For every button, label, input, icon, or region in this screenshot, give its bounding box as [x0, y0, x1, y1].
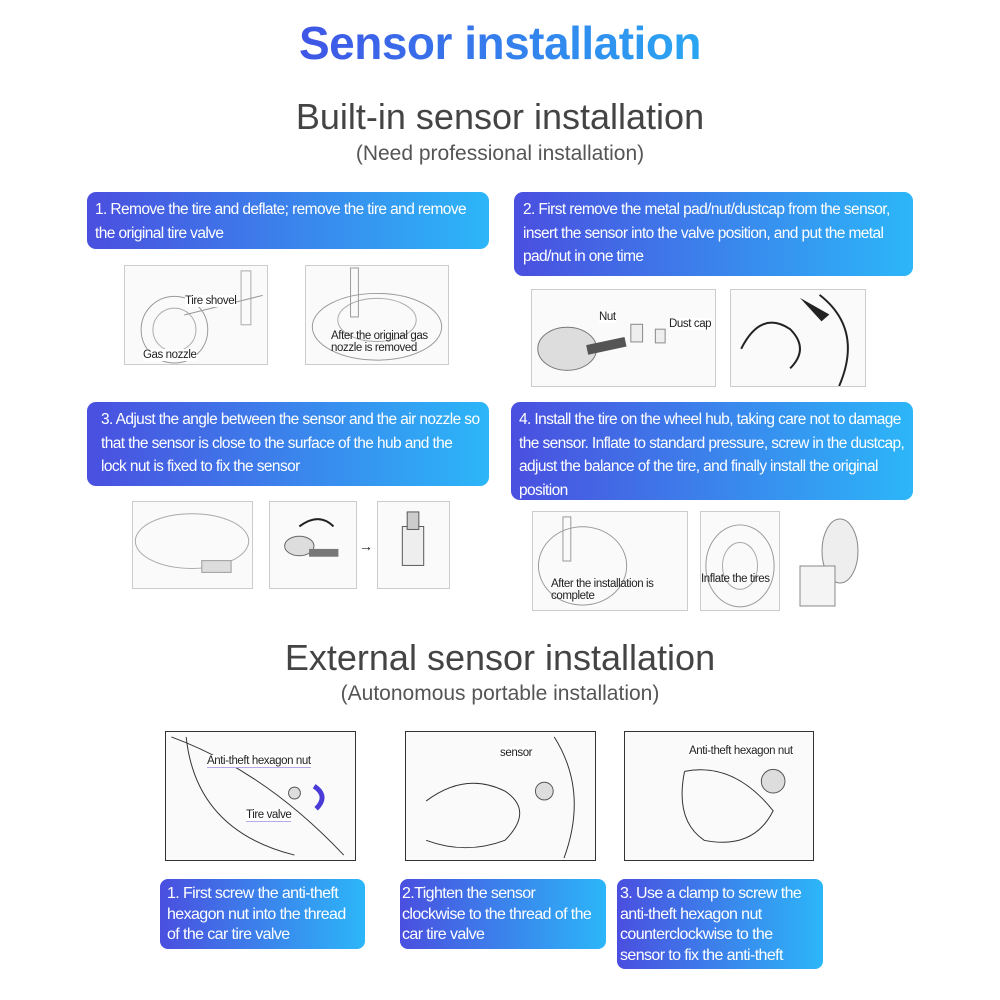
tire-removal-illustration	[124, 265, 268, 365]
dust-cap-label: Dust cap	[669, 318, 712, 330]
after-removed-label: After the original gas nozzle is removed	[331, 330, 428, 354]
hex-nut-valve-illustration	[165, 731, 356, 861]
builtin-heading: Built-in sensor installation	[295, 96, 705, 137]
balancer-machine-illustration	[795, 511, 861, 611]
tire-valve-label: Tire valve	[246, 809, 292, 822]
page-title-text: Sensor installation	[298, 17, 702, 69]
lock-nut-illustration	[377, 501, 450, 589]
tire-shovel-label: Tire shovel	[185, 295, 237, 307]
page-title: Sensor installation	[0, 16, 1000, 70]
nut-label: Nut	[599, 311, 616, 323]
external-step-2: 2.Tighten the sensor clockwise to the th…	[400, 879, 606, 949]
after-install-label: After the installation is complete	[551, 578, 654, 602]
inflate-label: Inflate the tires	[701, 573, 770, 585]
builtin-subheading: (Need professional installation)	[355, 142, 645, 165]
hex-nut-label-2: Anti-theft hexagon nut	[689, 745, 793, 757]
sensor-parts-illustration	[531, 289, 716, 387]
inflate-illustration	[700, 511, 780, 611]
hand-insert-sensor-illustration	[730, 289, 866, 387]
builtin-step-3: 3. Adjust the angle between the sensor a…	[87, 402, 489, 486]
wheel-nozzle-removed-illustration	[305, 265, 449, 365]
builtin-step-4: 4. Install the tire on the wheel hub, ta…	[511, 402, 913, 500]
external-subheading: (Autonomous portable installation)	[340, 682, 660, 705]
builtin-step-2: 2. First remove the metal pad/nut/dustca…	[514, 192, 913, 276]
installed-wheel-illustration	[532, 511, 688, 611]
builtin-step-1: 1. Remove the tire and deflate; remove t…	[87, 192, 489, 249]
external-step-3: 3. Use a clamp to screw the anti-theft h…	[617, 879, 823, 969]
external-heading: External sensor installation	[284, 637, 716, 678]
gas-nozzle-label: Gas nozzle	[143, 349, 197, 361]
rotate-sensor-illustration	[269, 501, 357, 589]
sensor-label: sensor	[500, 747, 533, 759]
arrow-right-icon: →	[359, 538, 373, 554]
hex-nut-label-1: Anti-theft hexagon nut	[207, 755, 311, 768]
sensor-angle-illustration	[132, 501, 253, 589]
external-step-1: 1. First screw the anti-theft hexagon nu…	[160, 879, 365, 949]
